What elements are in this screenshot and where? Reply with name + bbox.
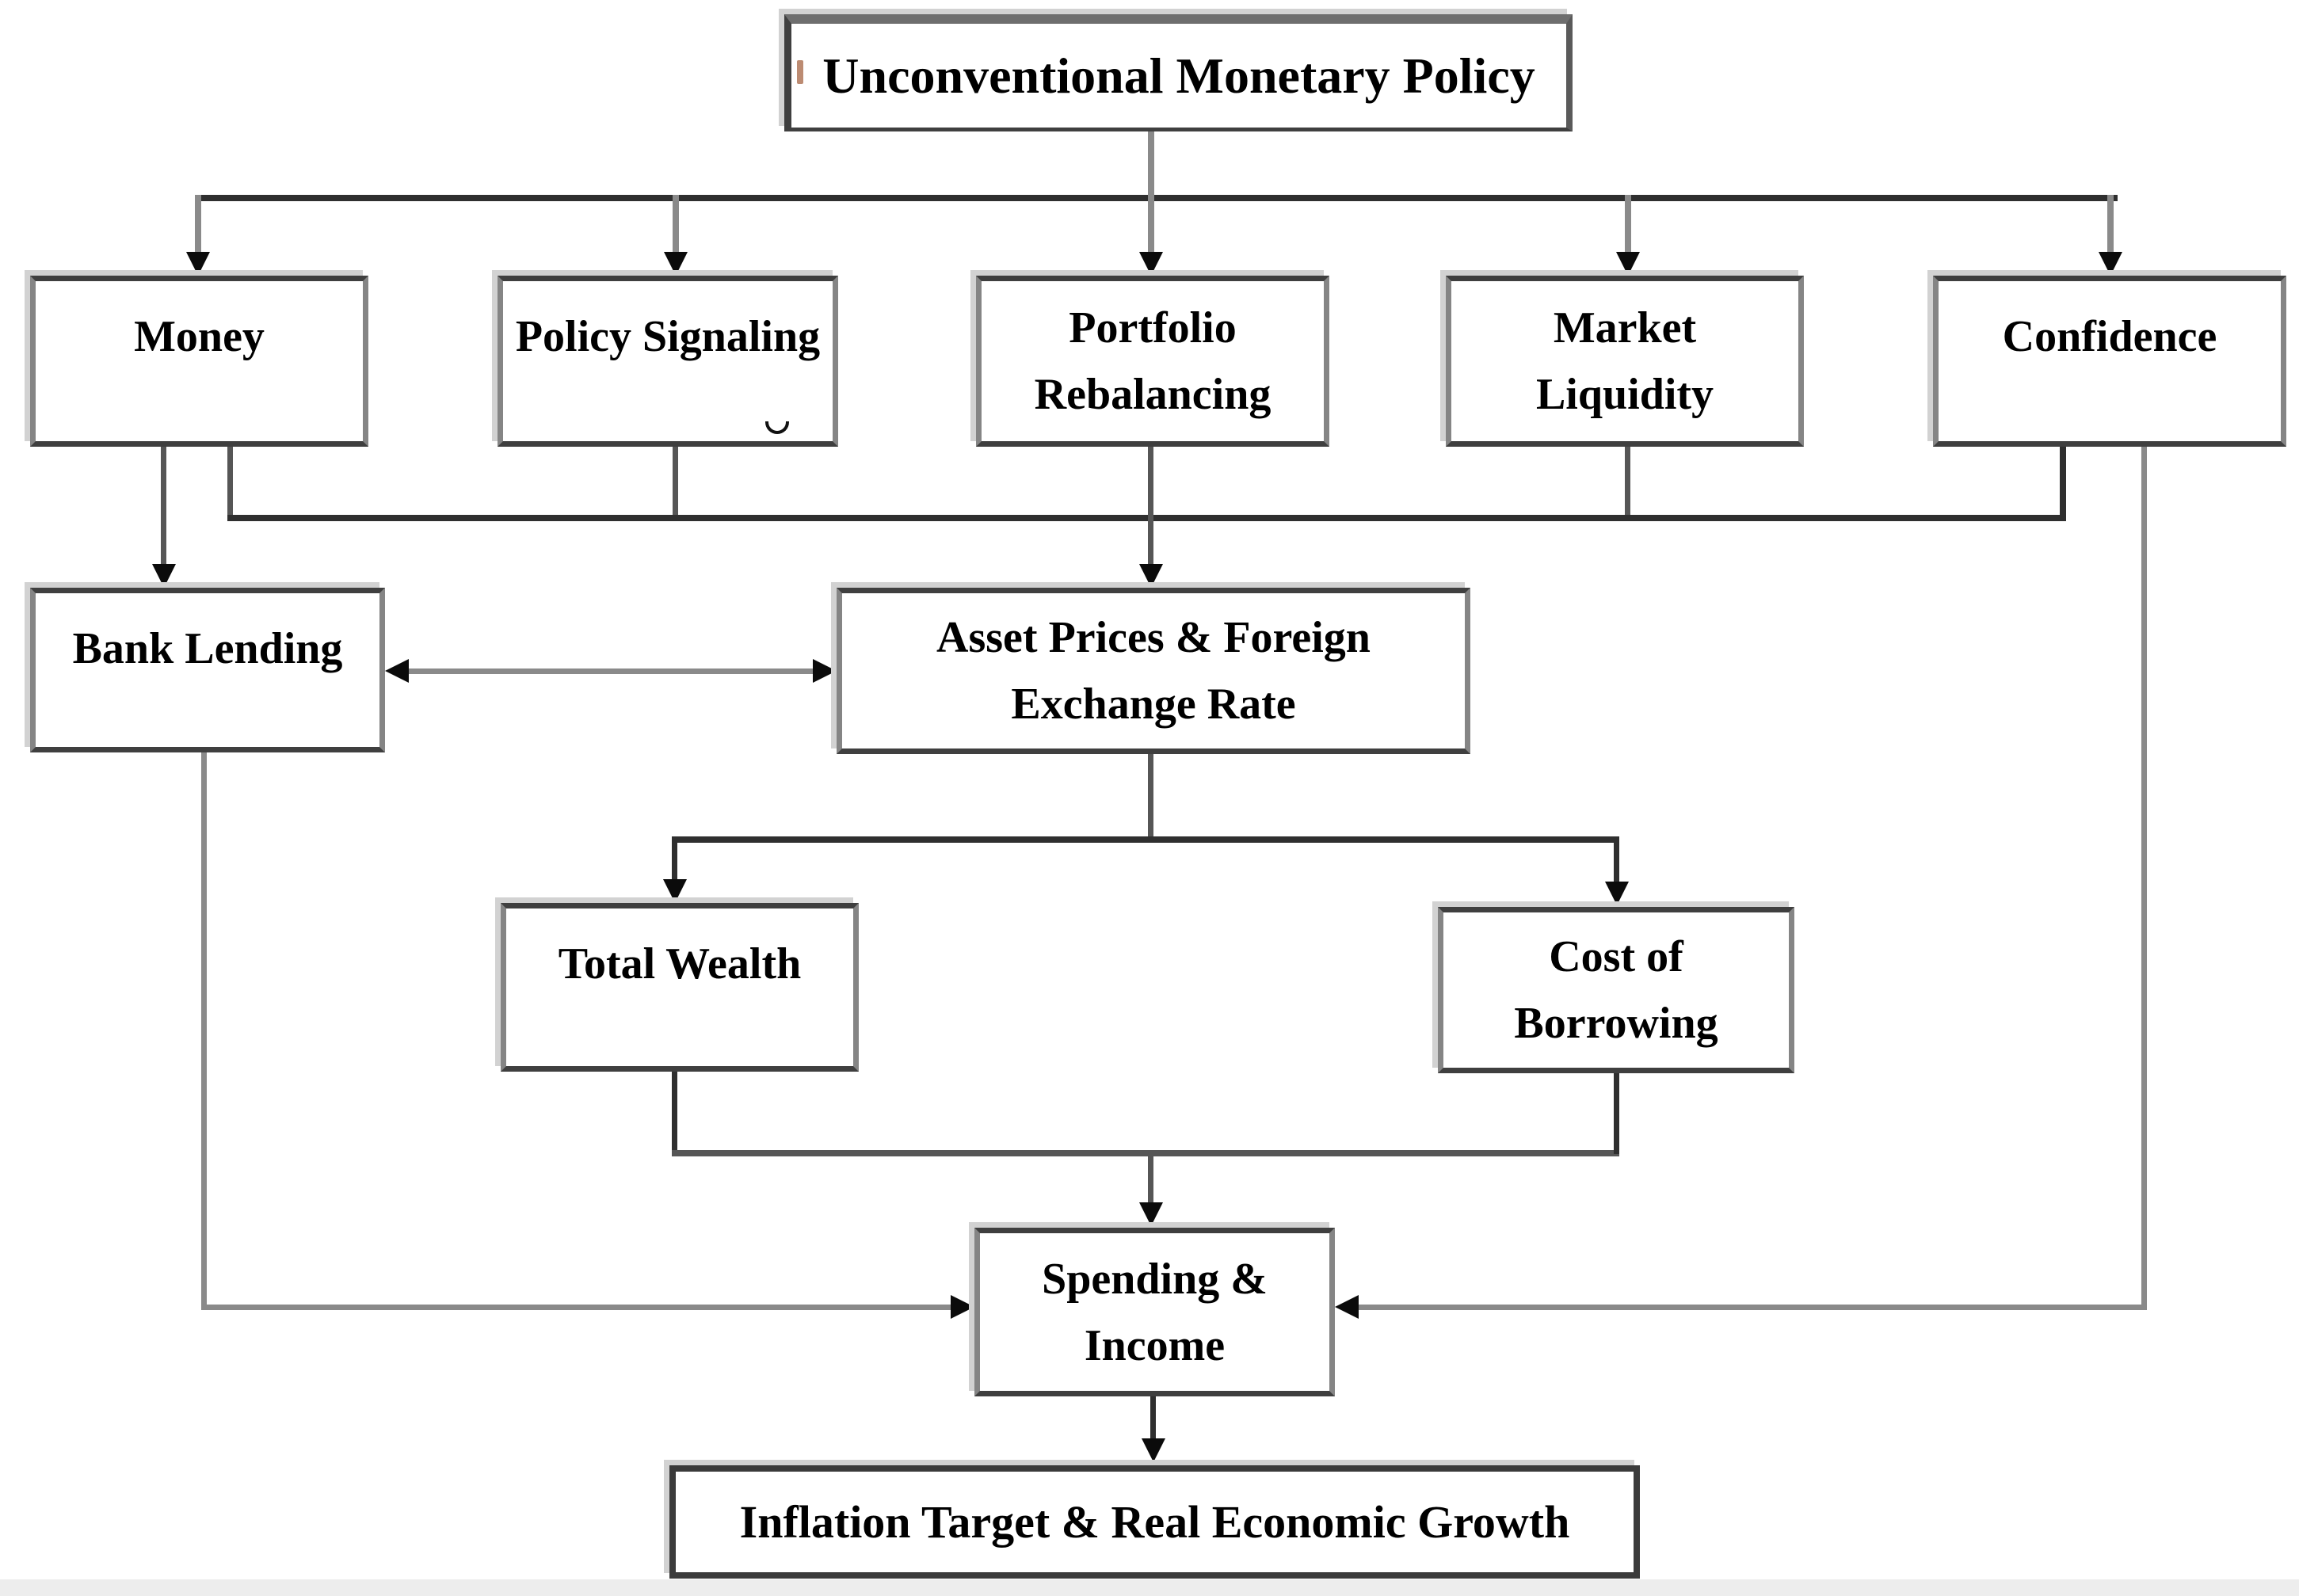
arrowhead-into-cost-of-borrowing (1605, 882, 1629, 905)
node-label-market-liquidity: Market Liquidity (1535, 303, 1714, 419)
edge-splitter-to-cost-of-borrowing (1614, 836, 1619, 883)
node-unconventional-monetary-policy: Unconventional Monetary Policy (784, 14, 1573, 131)
edge-join-to-spending (1148, 1153, 1153, 1204)
edge-cost-of-borrowing-drop (1614, 1073, 1619, 1154)
node-label-asset-prices-foreign-exchange: Asset Prices & Foreign Exchange Rate (936, 613, 1371, 729)
edge-bank-asset-double-line (409, 668, 813, 674)
edge-top-branch-line (195, 195, 2118, 201)
node-label-bank-lending: Bank Lending (72, 624, 343, 673)
scan-artifact-ghost-descender (765, 421, 789, 434)
arrowhead-into-inflation (1142, 1438, 1165, 1462)
edge-collector-line (227, 515, 2066, 521)
node-inflation-target-real-growth: Inflation Target & Real Economic Growth (669, 1465, 1640, 1579)
arrowhead-into-asset-prices-left (813, 659, 837, 683)
edge-drop-to-portfolio-rebalancing (1148, 195, 1154, 253)
node-cost-of-borrowing: Cost of Borrowing (1438, 907, 1794, 1073)
node-label-money: Money (134, 312, 265, 361)
arrowhead-into-confidence (2099, 252, 2122, 276)
edge-drop-to-market-liquidity (1625, 195, 1631, 253)
arrowhead-into-total-wealth (663, 879, 687, 903)
edge-confidence-long-drop (2141, 447, 2147, 1310)
node-total-wealth: Total Wealth (501, 903, 859, 1072)
node-label-confidence: Confidence (2002, 312, 2217, 361)
node-label-inflation-target-real-growth: Inflation Target & Real Economic Growth (739, 1496, 1570, 1548)
scan-artifact-red-tick (797, 60, 803, 84)
edge-ump-drop (1148, 131, 1154, 198)
node-policy-signaling: Policy Signaling (498, 276, 838, 447)
edge-asset-prices-drop (1148, 754, 1153, 841)
node-confidence: Confidence (1933, 276, 2286, 447)
node-asset-prices-foreign-exchange: Asset Prices & Foreign Exchange Rate (837, 588, 1470, 754)
edge-market-collector-stub (1625, 447, 1630, 521)
arrowhead-into-money (186, 252, 210, 276)
node-market-liquidity: Market Liquidity (1446, 276, 1804, 447)
node-label-total-wealth: Total Wealth (558, 939, 802, 988)
edge-portfolio-to-asset-prices (1148, 447, 1153, 564)
edge-bank-lending-to-spending (201, 1305, 951, 1310)
edge-drop-to-confidence (2107, 195, 2114, 253)
node-bank-lending: Bank Lending (30, 588, 385, 752)
arrowhead-into-policy-signaling (664, 252, 688, 276)
edge-policy-collector-stub (673, 447, 678, 521)
edge-total-wealth-drop (672, 1072, 677, 1154)
arrowhead-into-spending-left (951, 1295, 974, 1319)
edge-money-collector-stub (227, 447, 233, 521)
node-label-portfolio-rebalancing: Portfolio Rebalancing (1034, 303, 1272, 419)
edge-drop-to-money (195, 195, 201, 253)
node-spending-income: Spending & Income (974, 1228, 1335, 1396)
node-label-cost-of-borrowing: Cost of Borrowing (1514, 932, 1718, 1048)
arrowhead-into-bank-lending-right (385, 659, 409, 683)
arrowhead-into-bank-lending (152, 564, 176, 588)
edge-bank-lending-drop (201, 752, 207, 1310)
node-label-policy-signaling: Policy Signaling (515, 312, 821, 361)
node-portfolio-rebalancing: Portfolio Rebalancing (976, 276, 1329, 447)
edge-join-line (672, 1150, 1619, 1156)
edge-splitter-line (672, 836, 1619, 843)
node-money: Money (30, 276, 368, 447)
edge-money-to-bank-lending (161, 447, 166, 564)
arrowhead-into-asset-prices (1139, 564, 1163, 588)
page-bottom-strip (0, 1579, 2299, 1596)
arrowhead-into-portfolio-rebalancing (1139, 252, 1163, 276)
edge-confidence-collector-stub (2060, 447, 2066, 521)
node-label-unconventional-monetary-policy: Unconventional Monetary Policy (822, 47, 1535, 104)
node-label-spending-income: Spending & Income (1042, 1254, 1268, 1370)
edge-drop-to-policy-signaling (673, 195, 679, 253)
edge-splitter-to-total-wealth (672, 836, 677, 881)
edge-spending-drop (1150, 1396, 1156, 1440)
arrowhead-into-market-liquidity (1616, 252, 1640, 276)
edge-confidence-to-spending (1359, 1305, 2147, 1310)
arrowhead-into-spending-top (1139, 1202, 1163, 1226)
arrowhead-into-spending-right (1335, 1295, 1359, 1319)
